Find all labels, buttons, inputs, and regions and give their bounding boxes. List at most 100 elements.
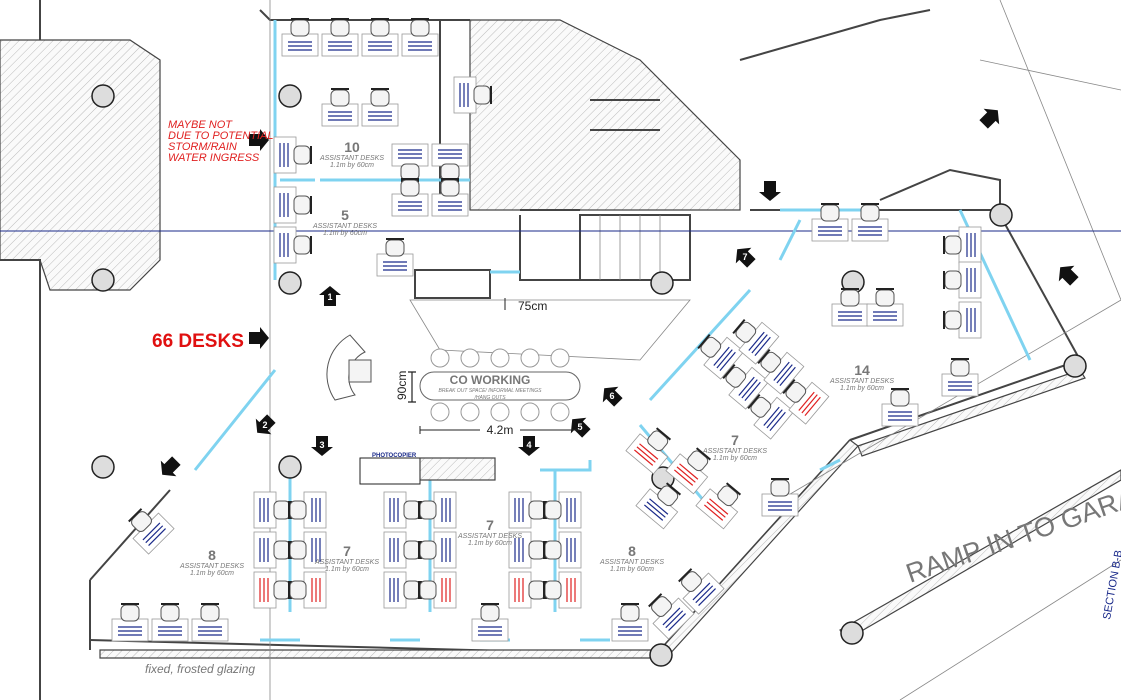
svg-text:ASSISTANT DESKS: ASSISTANT DESKS	[314, 559, 379, 566]
svg-text:1.1m by 60cm: 1.1m by 60cm	[325, 566, 369, 573]
chair	[943, 270, 962, 290]
svg-text:ASSISTANT DESKS: ASSISTANT DESKS	[599, 559, 664, 566]
desk	[273, 226, 312, 264]
svg-text:ASSISTANT DESKS: ASSISTANT DESKS	[457, 533, 522, 540]
numbered-arrow-icon: 1	[319, 286, 341, 306]
svg-text:ASSISTANT DESKS: ASSISTANT DESKS	[702, 448, 767, 455]
chair	[120, 603, 140, 622]
chair	[757, 348, 782, 373]
chair	[293, 145, 312, 165]
svg-text:10: 10	[344, 139, 360, 155]
stool	[460, 402, 480, 422]
desk	[943, 301, 982, 339]
arrow-number: 1	[327, 292, 332, 302]
stool	[430, 348, 450, 368]
section-label: SECTION B-B	[1101, 549, 1121, 620]
columns	[91, 84, 1087, 667]
chair	[418, 580, 437, 600]
svg-text:MAYBE NOT: MAYBE NOT	[168, 119, 233, 131]
svg-text:5: 5	[341, 207, 349, 223]
svg-text:14: 14	[854, 362, 870, 378]
desk	[431, 143, 469, 182]
desk	[383, 531, 422, 569]
ingress-note: MAYBE NOT DUE TO POTENTIAL STORM/RAIN WA…	[168, 119, 274, 164]
column	[91, 84, 115, 108]
desk	[747, 393, 795, 440]
left-building	[0, 0, 161, 700]
desk	[508, 491, 547, 529]
coworking-table: CO WORKING BREAK OUT SPACE/ INFORMAL MEE…	[326, 334, 581, 437]
arrow-number: 4	[526, 440, 531, 450]
svg-text:DUE TO POTENTIAL: DUE TO POTENTIAL	[168, 130, 274, 142]
desk	[273, 186, 312, 224]
chair	[648, 593, 672, 617]
desk	[191, 603, 229, 642]
desk	[782, 378, 830, 425]
desk	[253, 531, 292, 569]
desk	[383, 491, 422, 529]
desk	[391, 143, 429, 182]
svg-text:1.1m by 60cm: 1.1m by 60cm	[323, 230, 367, 237]
desk	[831, 288, 869, 327]
column	[649, 643, 673, 667]
stool	[550, 402, 570, 422]
arrow-number: 3	[319, 440, 324, 450]
chair	[200, 603, 220, 622]
desk	[253, 571, 292, 609]
arrow-number: 2	[262, 420, 267, 430]
column	[91, 268, 115, 292]
chair	[288, 500, 307, 520]
desk	[471, 603, 509, 642]
desk	[543, 531, 582, 569]
chair	[747, 393, 772, 418]
desk	[851, 203, 889, 242]
desk	[431, 178, 469, 217]
svg-text:1.1m by 60cm: 1.1m by 60cm	[330, 162, 374, 169]
chair	[860, 203, 880, 222]
chair	[687, 447, 712, 472]
chair	[678, 568, 702, 592]
chair	[543, 500, 562, 520]
desks	[111, 18, 982, 642]
chair	[943, 310, 962, 330]
desk	[625, 427, 672, 475]
chair	[717, 482, 742, 507]
desk	[732, 318, 780, 365]
chair	[770, 478, 790, 497]
stool	[460, 348, 480, 368]
svg-text:ASSISTANT DESKS: ASSISTANT DESKS	[829, 378, 894, 385]
chair	[293, 235, 312, 255]
chair	[418, 500, 437, 520]
column	[1063, 354, 1087, 378]
desk	[253, 491, 292, 529]
coworking-subtitle: BREAK OUT SPACE/ INFORMAL MEETINGS	[439, 388, 543, 394]
desk	[508, 571, 547, 609]
width-dimension: 4.2m	[487, 423, 514, 437]
numbered-arrow-icon: 6	[602, 386, 623, 407]
chair	[400, 178, 420, 197]
desk	[635, 482, 682, 530]
chair	[840, 288, 860, 307]
desk	[361, 18, 399, 57]
chair	[943, 235, 962, 255]
chair	[160, 603, 180, 622]
chair	[950, 358, 970, 377]
desk	[361, 88, 399, 127]
chair	[697, 333, 722, 358]
chair	[875, 288, 895, 307]
desk	[273, 136, 312, 174]
desk	[866, 288, 904, 327]
stool	[490, 348, 510, 368]
chair	[473, 85, 492, 105]
chair	[890, 388, 910, 407]
desk	[943, 226, 982, 264]
desk	[811, 203, 849, 242]
chair	[370, 88, 390, 107]
